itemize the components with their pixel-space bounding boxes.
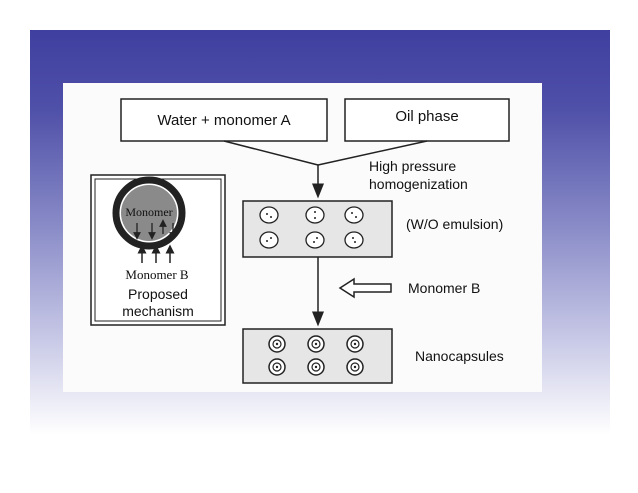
inner-arrows: [133, 219, 177, 240]
monomer-b-step-label: Monomer B: [408, 280, 480, 296]
merge-line-right: [317, 140, 428, 166]
wo-emulsion-label: (W/O emulsion): [406, 216, 503, 232]
homogenization-label-1: High pressure: [369, 158, 456, 174]
process-diagram: Water + monomer A Oil phase High pressur…: [63, 83, 542, 392]
nanocapsules-label: Nanocapsules: [415, 348, 504, 364]
inset-monomer-b-label: Monomer B: [125, 267, 189, 282]
merge-line-left: [223, 140, 319, 166]
oil-phase-label: Oil phase: [395, 108, 458, 125]
monomer-b-up-arrows: [137, 244, 175, 263]
emulsion-droplets: [259, 206, 364, 249]
nanocapsule-particles: [268, 335, 364, 376]
inset-caption-line-2: mechanism: [122, 303, 194, 319]
emulsion-droplet: [259, 206, 279, 224]
monomer-inner-label: Monomer: [125, 205, 172, 219]
emulsion-droplet: [344, 231, 364, 249]
oil-phase-box: [344, 98, 510, 142]
homogenization-label-2: homogenization: [369, 176, 468, 192]
inset-caption-line-1: Proposed: [128, 286, 188, 302]
emulsion-droplet: [259, 231, 279, 249]
emulsion-droplet: [344, 206, 364, 224]
emulsion-droplet: [305, 231, 325, 249]
emulsion-droplet-dots: [266, 211, 357, 243]
water-monomer-a-box: [120, 98, 328, 142]
nanocapsule-cores: [272, 339, 360, 372]
emulsion-droplet: [305, 206, 325, 224]
monomer-b-hollow-arrow: [338, 277, 392, 299]
water-monomer-a-label: Water + monomer A: [157, 112, 290, 129]
